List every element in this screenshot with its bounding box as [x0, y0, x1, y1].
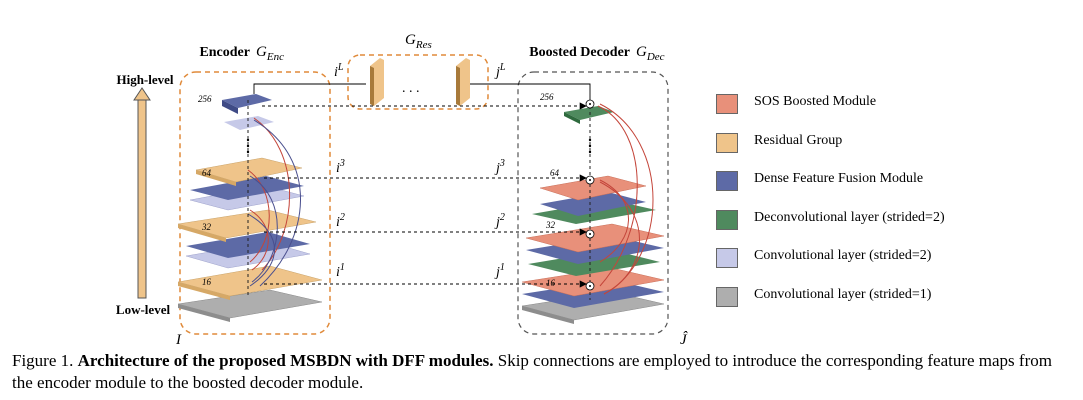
- residual-dots: . . .: [402, 81, 420, 96]
- decoder-symbol: GDec: [636, 44, 665, 63]
- decoder-output-label: Ĵ: [680, 331, 688, 345]
- skip-label-i3: i3: [336, 158, 345, 176]
- caption-rest: Skip connections are employed to introdu…: [12, 351, 1052, 392]
- decoder-channel-256: 256: [540, 92, 554, 102]
- encoder-channel-16: 16: [202, 277, 212, 287]
- conv-s2-swatch-icon: [716, 248, 738, 268]
- encoder-symbol: GEnc: [256, 44, 284, 63]
- decoder-dots: [588, 138, 592, 154]
- skip-label-iL: iL: [334, 62, 344, 80]
- legend-label: Dense Feature Fusion Module: [754, 171, 924, 186]
- encoder-channel-64: 64: [202, 168, 212, 178]
- decoder-channel-16: 16: [546, 278, 556, 288]
- caption-prefix: Figure 1.: [12, 351, 78, 370]
- encoder-box: [179, 71, 331, 335]
- encoder-title: Encoder: [199, 45, 250, 60]
- encoder-layers: [177, 94, 323, 322]
- legend-item-conv-s2: Convolutional layer (strided=2): [716, 242, 1076, 281]
- skip-label-i1: i1: [336, 262, 345, 280]
- encoder-channel-256: 256: [198, 94, 212, 104]
- legend-label: Residual Group: [754, 132, 843, 148]
- decoder-connections: [589, 100, 654, 300]
- skip-label-j2: j2: [494, 212, 505, 230]
- deconv-swatch-icon: [716, 209, 738, 230]
- decoder-title: Boosted Decoder: [529, 45, 630, 60]
- figure-caption: Figure 1. Architecture of the proposed M…: [12, 350, 1074, 394]
- skip-connections: [253, 83, 591, 288]
- decoder-channel-64: 64: [550, 168, 560, 178]
- high-level-label: High-level: [116, 72, 173, 87]
- legend-label: Convolutional layer (strided=1): [754, 286, 932, 302]
- low-level-label: Low-level: [116, 302, 171, 317]
- decoder-channel-32: 32: [545, 220, 556, 230]
- legend-label: SOS Boosted Module: [754, 94, 877, 109]
- level-arrow: [133, 87, 151, 299]
- residual-blocks: [370, 58, 470, 106]
- legend-label: Convolutional layer (strided=2): [754, 248, 932, 263]
- conv-s1-swatch-icon: [716, 286, 738, 307]
- legend-item-conv-s1: Convolutional layer (strided=1): [716, 281, 1076, 320]
- residual-symbol: GRes: [405, 32, 432, 51]
- encoder-connections: [247, 100, 301, 296]
- architecture-diagram: High-level Low-level Encoder GEnc I: [116, 32, 688, 345]
- residual-box: [347, 54, 489, 110]
- legend-item-dff: Dense Feature Fusion Module: [716, 165, 1076, 204]
- legend-label: Deconvolutional layer (strided=2): [754, 209, 945, 225]
- legend-item-residual: Residual Group: [716, 127, 1076, 166]
- encoder-input-label: I: [175, 332, 182, 345]
- residual-swatch-icon: [716, 132, 738, 153]
- skip-label-j1: j1: [494, 262, 505, 280]
- skip-label-i2: i2: [336, 212, 345, 230]
- legend-item-sos: SOS Boosted Module: [716, 88, 1076, 127]
- sos-swatch-icon: [716, 94, 738, 114]
- decoder-layers: [521, 106, 665, 324]
- caption-bold: Architecture of the proposed MSBDN with …: [77, 351, 494, 370]
- skip-label-j3: j3: [494, 158, 505, 176]
- legend-item-deconv: Deconvolutional layer (strided=2): [716, 204, 1076, 243]
- encoder-channel-32: 32: [201, 222, 212, 232]
- encoder-dots: [246, 138, 250, 154]
- sum-node-dots: [589, 103, 591, 287]
- legend: SOS Boosted Module Residual Group Dense …: [716, 88, 1076, 319]
- skip-label-jL: jL: [494, 62, 506, 80]
- dff-swatch-icon: [716, 171, 738, 191]
- decoder-box: [517, 71, 669, 335]
